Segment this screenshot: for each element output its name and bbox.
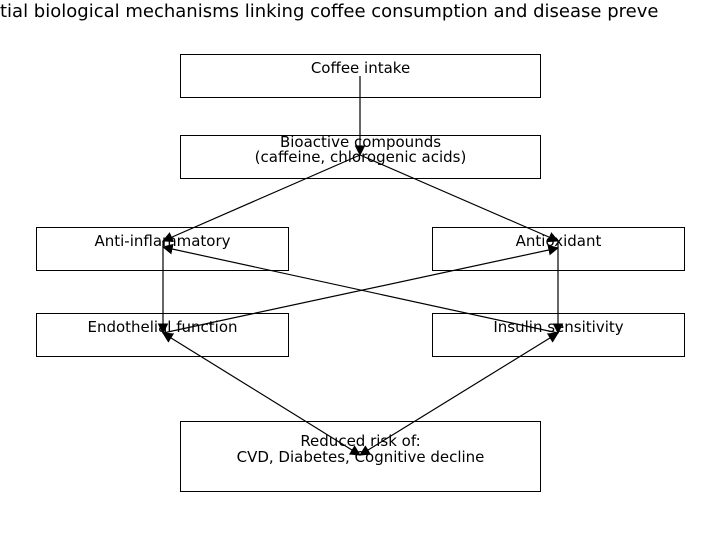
node-label: Bioactive compounds <box>279 133 442 151</box>
node-bioactive-compounds: Bioactive compounds (caffeine, chlorogen… <box>180 133 541 179</box>
node-endothelial-function: Endothelial function <box>36 313 289 357</box>
node-label: Antioxidant <box>515 232 602 250</box>
node-coffee-intake: Coffee intake <box>180 54 541 98</box>
node-label: CVD, Diabetes, Cognitive decline <box>236 448 485 466</box>
node-insulin-sensitivity: Insulin sensitivity <box>432 313 685 357</box>
edge-endothelial-to-outcome <box>162 332 361 456</box>
node-label: Endothelial function <box>87 318 238 336</box>
node-label: (caffeine, chlorogenic acids) <box>254 148 467 166</box>
node-label: Anti-inflammatory <box>94 232 231 250</box>
node-antioxidant: Antioxidant <box>432 227 685 271</box>
diagram-title: tial biological mechanisms linking coffe… <box>0 1 659 22</box>
node-reduced-risk: Reduced risk of: CVD, Diabetes, Cognitiv… <box>180 421 541 492</box>
edge-insulin-to-outcome <box>359 332 559 456</box>
edge-insulin-to-anti_inflammatory <box>161 243 559 334</box>
node-label: Insulin sensitivity <box>493 318 624 336</box>
node-label: Reduced risk of: <box>300 432 421 450</box>
edge-bioactive-to-antioxidant <box>359 154 559 243</box>
node-label: Coffee intake <box>310 59 411 77</box>
node-anti-inflammatory: Anti-inflammatory <box>36 227 289 271</box>
edge-bioactive-to-anti_inflammatory <box>162 154 361 243</box>
